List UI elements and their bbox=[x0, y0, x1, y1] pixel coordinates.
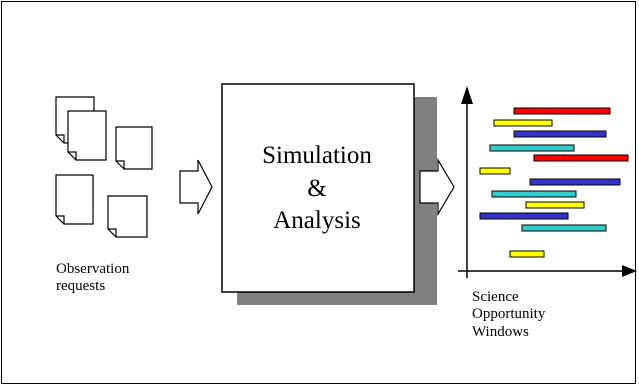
y-axis-arrowhead-icon bbox=[461, 86, 473, 104]
window-bar-cyan bbox=[521, 224, 607, 232]
document-icon bbox=[107, 195, 148, 238]
x-axis-arrowhead-icon bbox=[622, 265, 637, 277]
window-bar-blue bbox=[513, 130, 607, 138]
observation-requests-label: Observation requests bbox=[56, 261, 130, 295]
window-bar-blue bbox=[479, 212, 569, 220]
input-arrow-icon bbox=[179, 159, 213, 215]
window-bar-yellow bbox=[493, 119, 553, 127]
window-bar-yellow bbox=[509, 250, 545, 258]
window-bar-blue bbox=[529, 178, 621, 186]
process-box bbox=[221, 83, 415, 293]
window-bar-cyan bbox=[491, 190, 577, 198]
output-arrow-icon bbox=[419, 157, 455, 217]
process-box-text: Simulation & Analysis bbox=[222, 86, 412, 292]
window-bar-red bbox=[513, 107, 611, 115]
process-title-line1: Simulation bbox=[262, 142, 372, 170]
window-bar-red bbox=[533, 154, 629, 162]
observation-documents bbox=[55, 96, 153, 238]
document-icon bbox=[55, 174, 94, 225]
window-bar-yellow bbox=[525, 201, 585, 209]
window-bar-yellow bbox=[479, 167, 511, 175]
window-bar-cyan bbox=[489, 144, 575, 152]
opportunity-window-bars bbox=[479, 107, 629, 258]
process-title-line2: & bbox=[307, 174, 327, 202]
science-windows-label: Science Opportunity Windows bbox=[472, 289, 546, 340]
document-icon bbox=[67, 110, 107, 161]
process-title-line3: Analysis bbox=[273, 207, 361, 235]
document-icon bbox=[115, 126, 153, 170]
timeline-axes bbox=[458, 100, 627, 278]
